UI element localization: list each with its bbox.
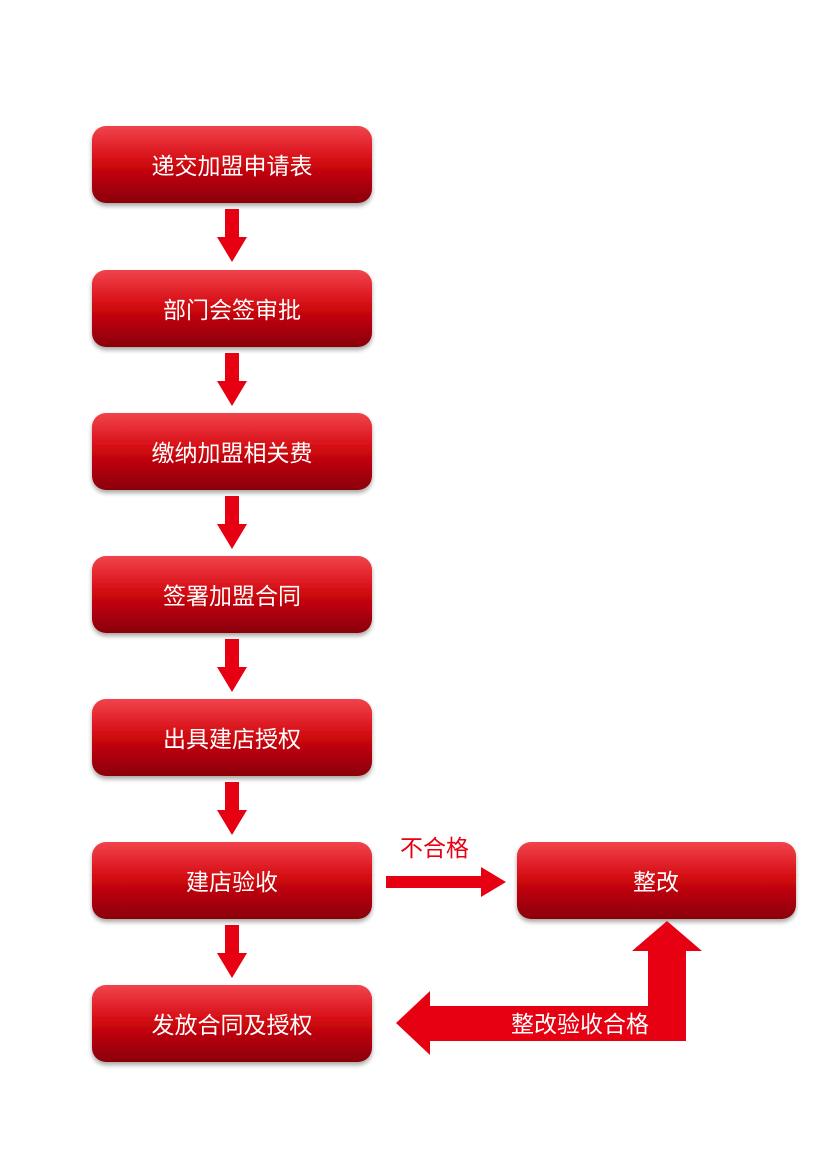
step-label-department-approval: 部门会签审批	[163, 298, 301, 324]
step-label-submit-application: 递交加盟申请表	[152, 154, 313, 180]
down-arrow-2	[217, 353, 247, 406]
step-box-issue-contract	[92, 985, 372, 1062]
step-box-submit-application	[92, 126, 372, 203]
step-label-sign-contract: 签署加盟合同	[163, 584, 301, 610]
return-arrow	[396, 921, 702, 1055]
down-arrow-6	[217, 925, 247, 978]
step-label-store-authorization: 出具建店授权	[163, 727, 301, 753]
down-arrow-3	[217, 496, 247, 549]
fail-label: 不合格	[400, 836, 469, 862]
return-label: 整改验收合格	[511, 1012, 649, 1038]
right-arrow-fail	[386, 867, 506, 897]
step-label-issue-contract: 发放合同及授权	[152, 1013, 313, 1039]
step-box-sign-contract	[92, 556, 372, 633]
step-box-pay-fees	[92, 413, 372, 490]
down-arrow-1	[217, 209, 247, 262]
step-box-store-authorization	[92, 699, 372, 776]
step-label-pay-fees: 缴纳加盟相关费	[152, 441, 313, 467]
down-arrow-4	[217, 639, 247, 692]
step-box-department-approval	[92, 270, 372, 347]
step-box-store-inspection	[92, 842, 372, 919]
rectify-box	[517, 842, 796, 919]
rectify-label: 整改	[633, 870, 679, 896]
down-arrow-5	[217, 782, 247, 835]
step-label-store-inspection: 建店验收	[186, 870, 278, 896]
